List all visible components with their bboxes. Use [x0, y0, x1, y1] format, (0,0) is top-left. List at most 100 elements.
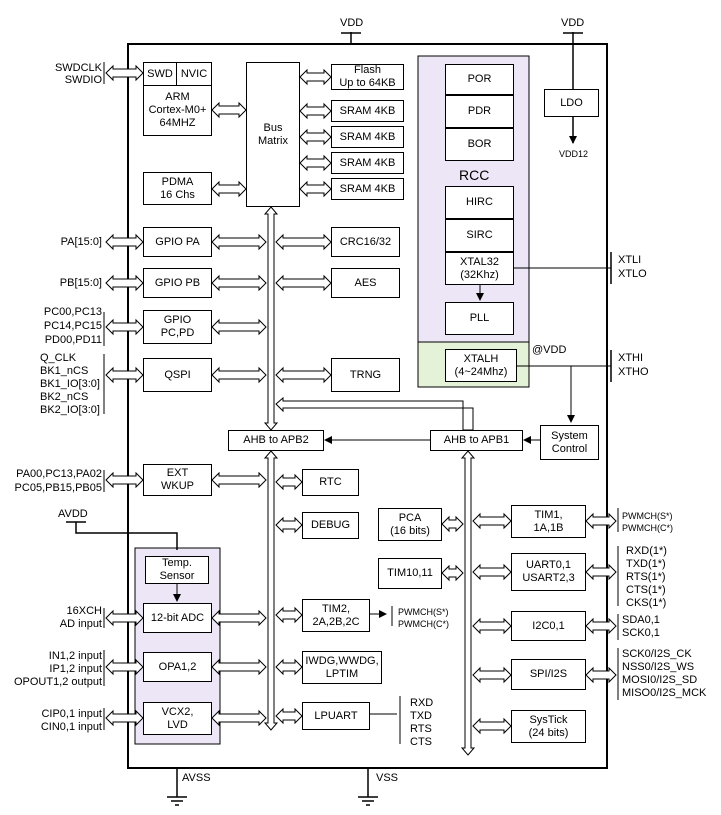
opa-bus-arrow	[211, 658, 267, 676]
systick-bits-label: (24 bits)	[528, 726, 569, 739]
debug-block: DEBUG	[302, 512, 359, 539]
sirc-block: SIRC	[445, 219, 514, 252]
pin-pd00: PD00,PD11	[44, 334, 102, 346]
pin-pb: PB[15:0]	[59, 277, 102, 289]
opa-block: OPA1,2	[143, 652, 212, 682]
pdma-channels-label: 16 Chs	[160, 188, 195, 201]
pin-cip: CIP0,1 input	[41, 708, 102, 720]
pcpd-pin-arrow	[105, 318, 144, 336]
lvd-label: LVD	[167, 718, 188, 731]
gpio-label: GPIO	[163, 314, 192, 326]
pin-mosi-i2s: MOSI0/I2S_SD	[622, 674, 698, 686]
pin-lp-txd: TXD	[410, 710, 432, 722]
uart-label: UART0,1	[525, 559, 572, 571]
at-vdd-label: @VDD	[532, 344, 567, 356]
gpio-pcpd-block: GPIO PC,PD	[143, 310, 212, 344]
ahb-to-apb2-bridge: AHB to APB2	[228, 430, 324, 451]
qspi-label: QSPI	[164, 368, 191, 381]
pdr-label: PDR	[467, 105, 492, 117]
vcx-label: VCX2,	[161, 705, 194, 718]
gpio-pb-block: GPIO PB	[143, 268, 212, 298]
trng-block: TRNG	[331, 358, 400, 392]
pin-scl: SCK0,1	[622, 627, 660, 639]
pin-cks: CKS(1*)	[626, 597, 667, 609]
pin-lp-cts: CTS	[410, 736, 432, 748]
pin-opa-out: OPOUT1,2 output	[13, 676, 102, 688]
pin-tim1-pwm-c: PWMCH(C*)	[622, 523, 673, 533]
sram-block: SRAM 4KB	[331, 126, 404, 148]
pin-swdio: SWDIO	[64, 74, 102, 86]
vss-ground-icon	[358, 768, 378, 806]
ext-bus-arrow	[211, 471, 267, 489]
swd-block: SWD	[143, 62, 177, 86]
pin-xtho: XTHO	[618, 366, 649, 378]
xtal32-freq-label: (32Khz)	[460, 268, 499, 281]
por-block: POR	[445, 64, 514, 95]
pin-tim2-pwm-c: PWMCH(C*)	[398, 619, 449, 629]
bus-matrix-block: Bus Matrix	[246, 62, 300, 207]
pin-rts: RTS(1*)	[626, 571, 666, 583]
tim10-label: TIM10,11	[387, 567, 433, 579]
nvic-label: NVIC	[180, 67, 208, 80]
matrix-label: Matrix	[258, 134, 288, 147]
temp-sensor-block: Temp. Sensor	[145, 556, 209, 584]
pin-swdclk: SWDCLK	[54, 62, 102, 74]
i2c-label: I2C0,1	[532, 619, 565, 632]
swd-label: SWD	[147, 67, 173, 80]
pin-nss-i2s: NSS0/I2S_WS	[622, 661, 695, 673]
arm-core-label: Cortex-M0+	[148, 104, 207, 116]
usart-label: USART2,3	[522, 572, 575, 584]
trng-label: TRNG	[349, 368, 382, 381]
wkup-label: WKUP	[161, 480, 194, 492]
flash-size-label: Up to 64KB	[339, 77, 396, 89]
pin-lp-rxd: RXD	[410, 697, 434, 709]
apb2-label: AHB to APB2	[243, 434, 309, 446]
adc-block: 12-bit ADC	[143, 603, 212, 633]
vdd-top-label: VDD	[340, 17, 364, 29]
flash-block: Flash Up to 64KB	[331, 64, 404, 90]
pin-ext1: PA00,PC13,PA02	[16, 468, 102, 480]
sram-label: SRAM 4KB	[339, 156, 396, 169]
ahb-to-apb1-bridge: AHB to APB1	[430, 430, 523, 451]
gpio-pa-block: GPIO PA	[143, 227, 212, 257]
i2c-pin-arrow	[585, 617, 617, 635]
i2c-block: I2C0,1	[511, 611, 586, 641]
vdd12-label: VDD12	[559, 149, 589, 159]
arm-core-block: ARM Cortex-M0+ 64MHZ	[143, 85, 212, 136]
vss-label: VSS	[376, 772, 399, 784]
tim10-block: TIM10,11	[378, 558, 442, 589]
pin-tim1-pwm-s: PWMCH(S*)	[622, 511, 673, 521]
ext-pin-arrow	[105, 471, 144, 489]
pb-pin-arrow	[105, 274, 144, 292]
pin-qclk: Q_CLK	[40, 352, 77, 364]
pin-miso-i2s: MISO0/I2S_MCK	[622, 687, 707, 699]
qspi-pin-arrow	[105, 366, 144, 384]
pin-bk1io: BK1_IO[3:0]	[40, 378, 100, 390]
lpuart-label: LPUART	[314, 709, 358, 722]
spi-pin-arrow	[585, 666, 617, 684]
hirc-block: HIRC	[445, 186, 514, 219]
pin-ext2: PC05,PB15,PB05	[14, 482, 102, 494]
pin-adc-input: AD input	[59, 618, 102, 630]
pin-pa: PA[15:0]	[60, 236, 102, 248]
sram-label: SRAM 4KB	[339, 130, 396, 143]
control-label: Control	[551, 442, 588, 455]
pin-pc14: PC14,PC15	[43, 320, 102, 332]
spi-label: SPI/I2S	[529, 668, 568, 680]
bor-block: BOR	[445, 128, 514, 161]
system-label: System	[551, 429, 588, 442]
pin-cin: CIN0,1 input	[40, 721, 102, 733]
pin-bk2ncs: BK2_nCS	[40, 391, 89, 403]
qspi-bus-arrow	[211, 366, 267, 384]
adc-pin-arrow	[105, 609, 144, 627]
avss-ground-icon	[167, 768, 187, 806]
pin-cts: CTS(1*)	[626, 584, 666, 596]
uart-block: UART0,1 USART2,3	[511, 553, 586, 591]
iwdg-label: IWDG,WWDG,	[305, 654, 379, 667]
pin-bk1ncs: BK1_nCS	[40, 365, 89, 377]
nvic-block: NVIC	[176, 62, 212, 86]
gpio-pb-label: GPIO PB	[154, 276, 201, 289]
pdma-block: PDMA 16 Chs	[143, 172, 212, 205]
pin-bk2io: BK2_IO[3:0]	[40, 404, 100, 416]
swd-pin-arrow	[105, 64, 144, 82]
